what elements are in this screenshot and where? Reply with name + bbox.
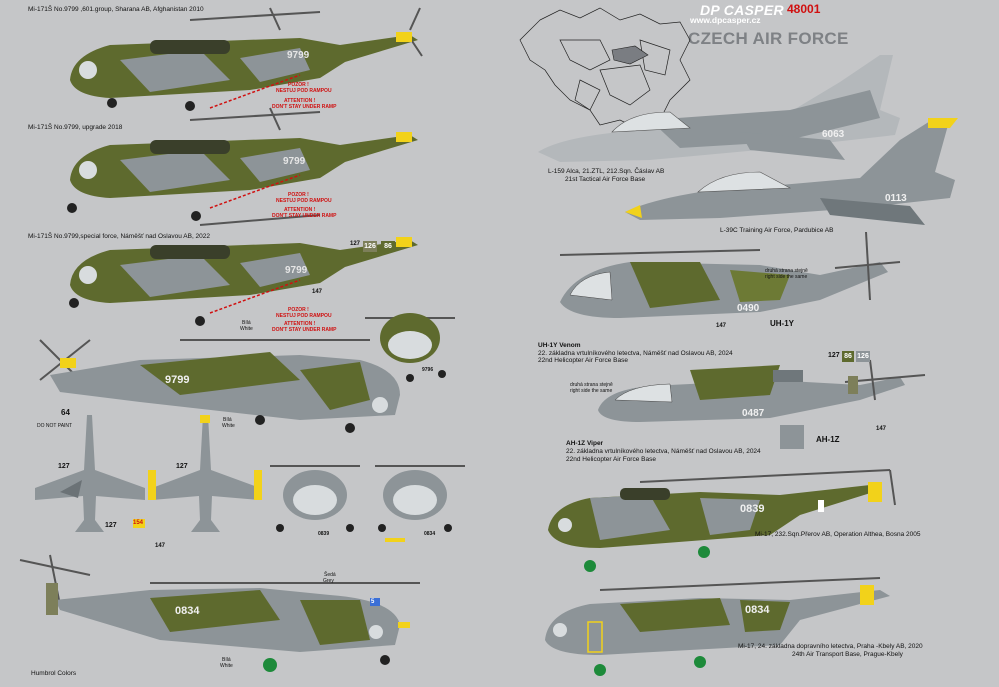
tag-uh1y: UH-1Y (770, 319, 795, 328)
serial-0834-left: 0834 (175, 605, 200, 617)
serial-0487: 0487 (742, 408, 765, 419)
product-code: 48001 (787, 2, 821, 16)
caption-ah1z-2: 22. základna vrtulníkového letectva, Nám… (566, 448, 761, 455)
label-do-not-paint: DO NOT PAINT (37, 423, 73, 429)
warning-pozor-1: POZOR ! (288, 82, 309, 88)
caption-mi171-3: Mi-171Š No.9799,special force, Náměšť na… (28, 233, 211, 240)
warning-attention-1: ATTENTION ! (284, 98, 316, 104)
warning-nestuj-3: NESTUJ POD RAMPOU (276, 313, 332, 319)
caption-mi171-2: Mi-171Š No.9799, upgrade 2018 (28, 124, 123, 131)
label-64: 64 (61, 408, 70, 417)
warning-nestuj-2: NESTUJ POD RAMPOU (276, 198, 332, 204)
serial-0113: 0113 (885, 193, 907, 204)
label-bila-3: Bílá (222, 657, 231, 663)
caption-ah1z-1: AH-1Z Viper (566, 440, 604, 447)
europe-map (519, 7, 691, 131)
warning-dontstay-3: DON'T STAY UNDER RAMP (272, 327, 337, 333)
caption-mi17-1: Mi-17, 232.Sqn.Přerov AB, Operation Alth… (755, 531, 921, 538)
mi17-bottom-left (19, 554, 420, 672)
serial-0834-right: 0834 (745, 604, 770, 616)
label-147d: 147 (876, 426, 887, 432)
note-right-2: right side the same (570, 388, 613, 394)
mi17-right-1 (548, 469, 896, 572)
label-white-2: White (222, 423, 235, 429)
label-147a: 147 (155, 543, 166, 549)
note-druha-2: druhá strana stejně (570, 382, 613, 388)
label-127a: 127 (58, 463, 70, 470)
sheet-title: CZECH AIR FORCE (688, 29, 849, 48)
note-right-1: right side the same (765, 274, 808, 280)
label-0839-small: 0839 (318, 531, 330, 537)
label-bila-2: Bílá (223, 417, 232, 423)
caption-uh1y-3: 22nd Helicopter Air Force Base (538, 357, 628, 364)
label-white-1: White (240, 326, 253, 332)
serial-0839: 0839 (740, 503, 764, 515)
caption-mi17-2a: Mi-17, 24. základna dopravního letectva,… (738, 643, 923, 650)
l159-alca (538, 55, 900, 162)
mi171-3 (69, 214, 418, 326)
tag-ah1z: AH-1Z (816, 435, 840, 444)
warning-dontstay-1: DON'T STAY UNDER RAMP (272, 104, 337, 110)
serial-9799-3: 9799 (285, 265, 308, 276)
caption-uh1y-2: 22. základna vrtulníkového letectva, Nám… (538, 350, 733, 357)
mi171-4 (39, 339, 400, 433)
mi171-front-1 (365, 313, 455, 382)
label-white-3: White (220, 663, 233, 669)
mi171-2 (67, 107, 418, 221)
serial-9799-2: 9799 (283, 156, 306, 167)
chip-126-left: 126 (364, 243, 376, 250)
caption-l159-2: 21st Tactical Air Force Base (565, 176, 646, 183)
l39-top-2 (148, 415, 262, 532)
serial-0490: 0490 (737, 303, 760, 314)
brand-name: DP CASPER (700, 2, 784, 18)
label-5: 5 (371, 599, 375, 605)
warning-attention-2: ATTENTION ! (284, 207, 316, 213)
label-grey: Grey (323, 578, 334, 584)
website-url[interactable]: www.dpcasper.cz (690, 15, 761, 25)
label-127c: 127 (176, 463, 188, 470)
l39-side (625, 118, 958, 225)
mi171-front-2 (270, 465, 360, 532)
label-127e: 127 (828, 352, 840, 359)
label-147c: 147 (716, 323, 727, 329)
warning-pozor-2: POZOR ! (288, 192, 309, 198)
serial-6063: 6063 (822, 129, 845, 140)
caption-l159-1: L-159 Alca, 21.ZTL, 212.Sqn. Čáslav AB (548, 168, 665, 175)
l39-top-1 (35, 415, 145, 532)
chip-126-right: 126 (856, 351, 870, 362)
label-127d: 127 (350, 241, 361, 247)
serial-9799-1: 9799 (287, 50, 310, 61)
caption-ah1z-3: 22nd Helicopter Air Force Base (566, 456, 656, 463)
warning-nestuj-1: NESTUJ POD RAMPOU (276, 88, 332, 94)
warning-attention-3: ATTENTION ! (284, 321, 316, 327)
chip-86-left: 86 (384, 243, 392, 250)
caption-uh1y-1: UH-1Y Venom (538, 342, 581, 349)
warning-dontstay-2: DON'T STAY UNDER RAMP (272, 213, 337, 219)
caption-l39: L-39C Training Air Force, Pardubice AB (720, 227, 834, 234)
label-seda: Šedá (324, 572, 336, 578)
caption-mi171-1: Mi-171Š No.9799 ,601.group, Sharana AB, … (28, 6, 204, 13)
caption-humbrol: Humbrol Colors (31, 670, 77, 677)
warning-pozor-3: POZOR ! (288, 307, 309, 313)
mi171-front-3 (375, 465, 465, 542)
caption-mi17-2b: 24th Air Transport Base, Prague-Kbely (792, 651, 903, 658)
label-0834-small: 0834 (424, 531, 436, 537)
label-9796: 9796 (422, 367, 434, 373)
label-bila-1: Bílá (242, 320, 251, 326)
label-154: 154 (133, 520, 144, 526)
uh1y-venom (559, 231, 901, 318)
ah1z-viper (598, 359, 926, 449)
label-147b: 147 (312, 289, 323, 295)
chip-86-right: 86 (842, 351, 854, 362)
czech-highlight (611, 45, 649, 65)
mi171-1 (70, 7, 423, 111)
label-127b: 127 (105, 522, 117, 529)
serial-9799-4: 9799 (165, 374, 189, 386)
mi17-right-2 (545, 577, 890, 676)
note-druha-1: druhá strana stejně (765, 268, 808, 274)
